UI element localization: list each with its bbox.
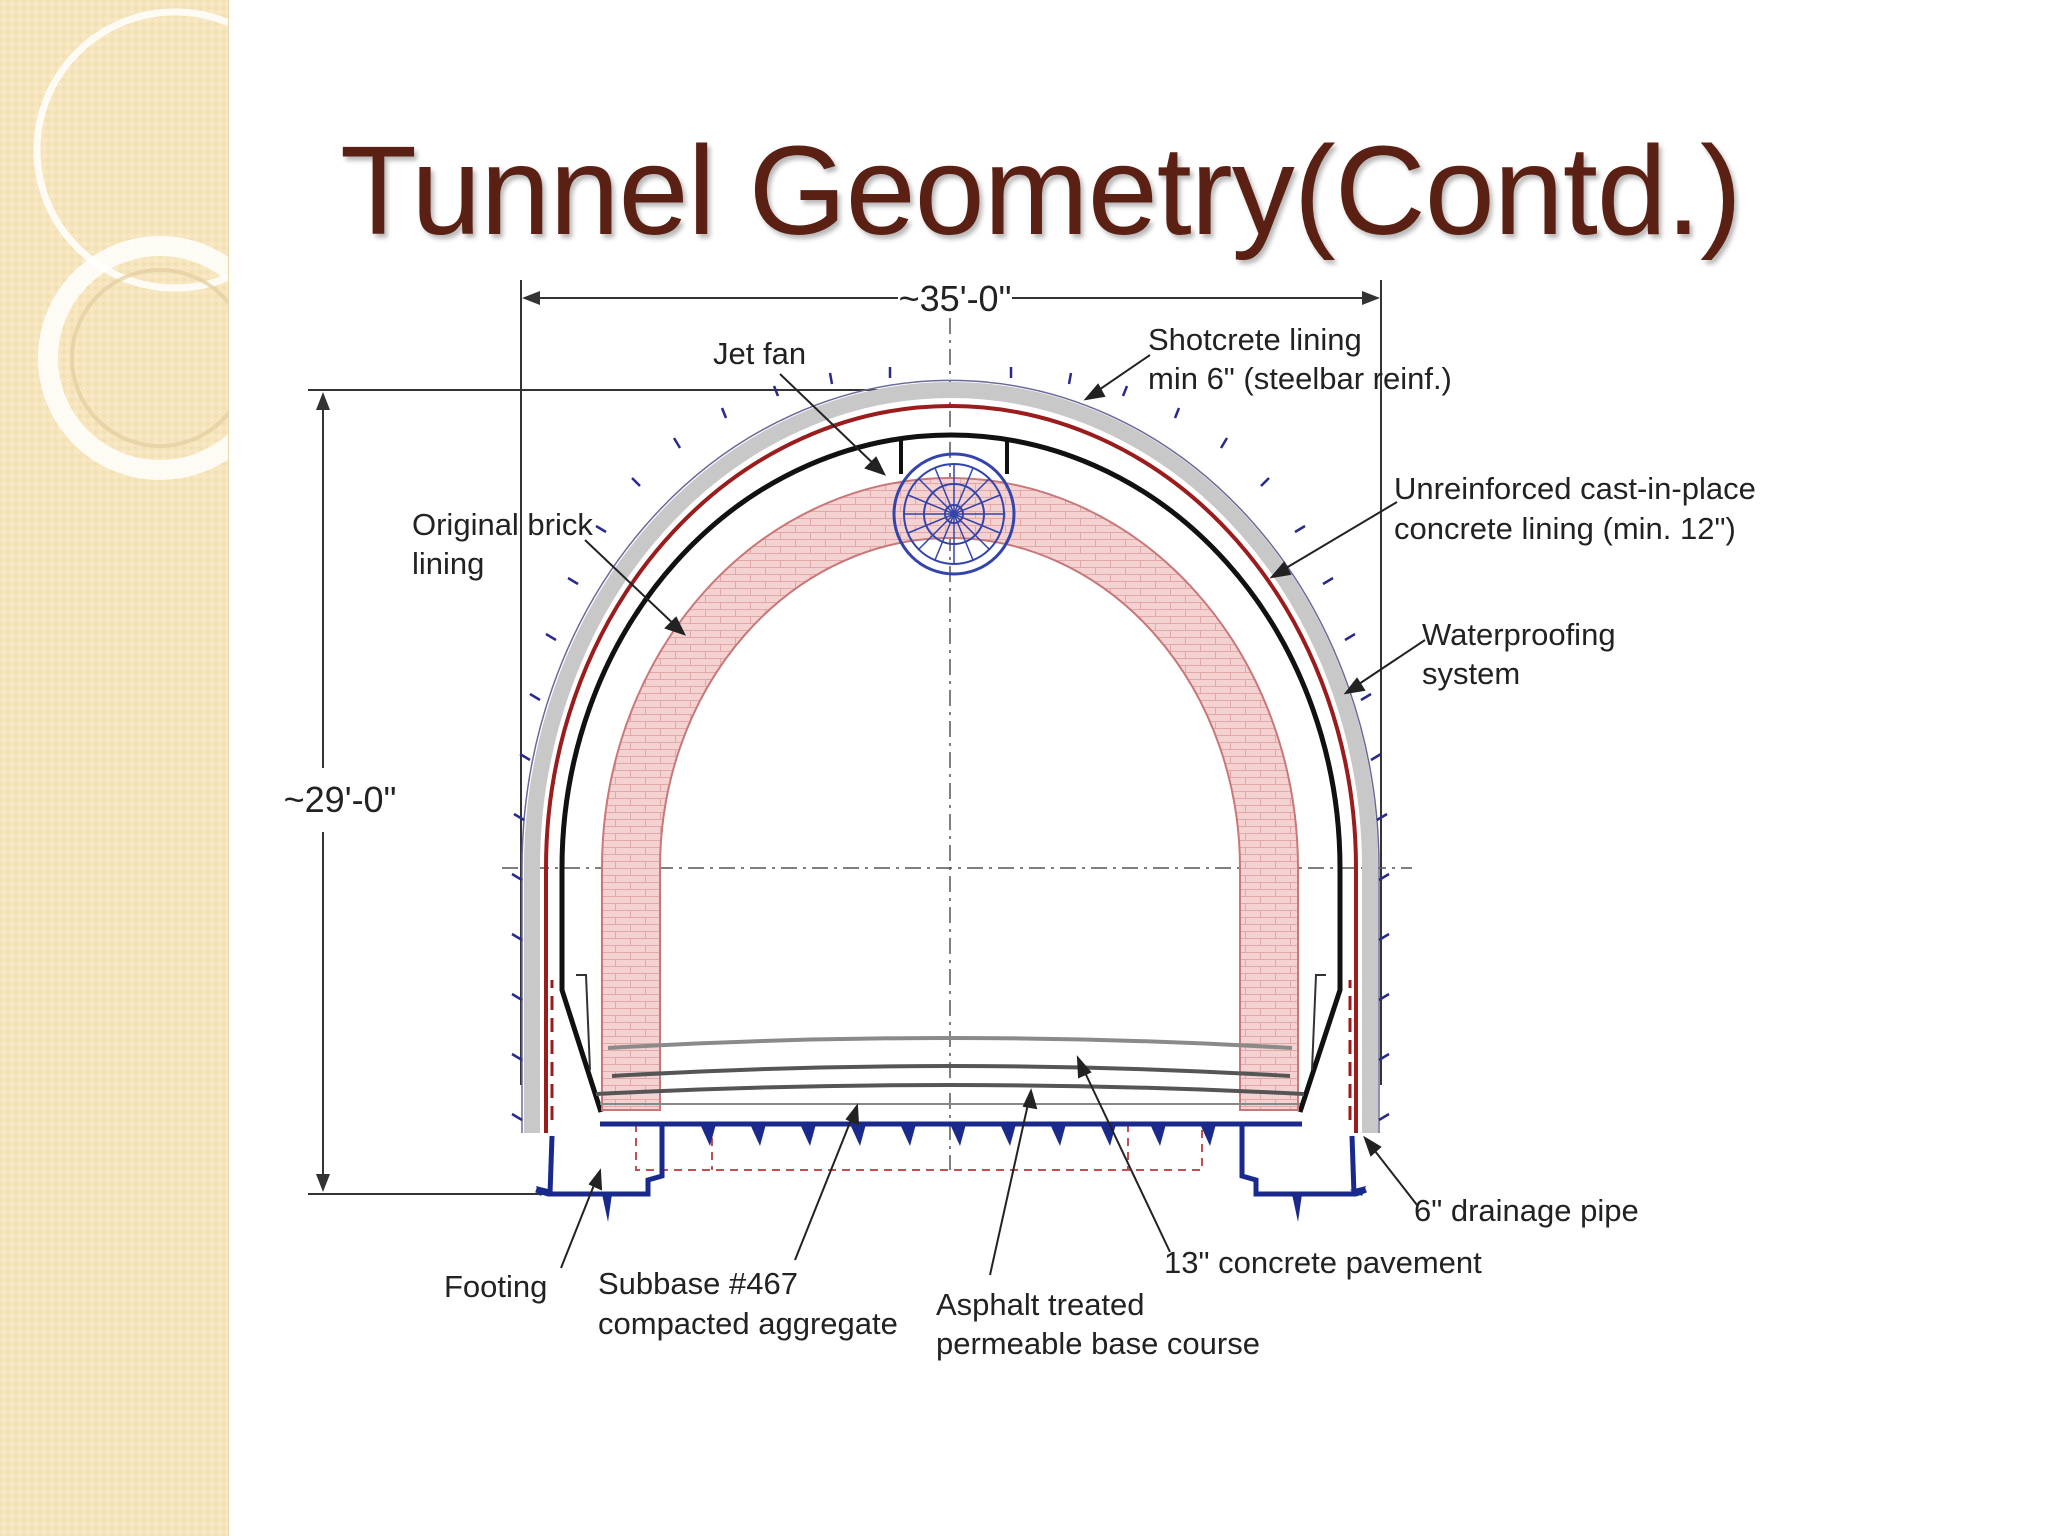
label-waterproofing-1: Waterproofing — [1422, 617, 1616, 652]
label-subbase-2: compacted aggregate — [598, 1306, 898, 1341]
decorative-rings — [33, 8, 228, 480]
waterproofing-line — [544, 404, 1358, 1133]
label-subbase-1: Subbase #467 — [598, 1266, 798, 1301]
pavement-layers — [595, 1036, 1305, 1105]
label-asphalt-1: Asphalt treated — [936, 1287, 1145, 1322]
shotcrete-lining — [511, 367, 1390, 1133]
label-jet-fan: Jet fan — [713, 336, 806, 371]
label-unreinforced-1: Unreinforced cast-in-place — [1394, 471, 1756, 506]
concrete-lining — [559, 432, 1343, 1113]
brick-lining — [601, 477, 1299, 1111]
width-dimension — [520, 280, 1382, 1085]
label-waterproofing-2: system — [1422, 656, 1520, 691]
decorative-sidebar — [0, 0, 229, 1536]
label-unreinforced-2: concrete lining (min. 12") — [1394, 511, 1736, 546]
leader-lines — [560, 354, 1426, 1276]
label-shotcrete-1: Shotcrete lining — [1148, 322, 1362, 357]
label-concrete-pavement: 13" concrete pavement — [1164, 1245, 1482, 1280]
label-shotcrete-2: min 6" (steelbar reinf.) — [1148, 361, 1452, 396]
subbase-outline — [635, 1124, 1203, 1171]
footings — [535, 1121, 1367, 1222]
label-brick-2: lining — [412, 546, 484, 581]
label-drainage-pipe: 6" drainage pipe — [1414, 1193, 1639, 1228]
label-footing: Footing — [444, 1269, 547, 1304]
height-dimension — [308, 389, 960, 1195]
jet-fan — [892, 438, 1016, 576]
width-dimension-label: ~35'-0" — [899, 278, 1012, 319]
label-asphalt-2: permeable base course — [936, 1326, 1260, 1361]
waterproofing-dashed — [550, 980, 1352, 1120]
label-brick-1: Original brick — [412, 507, 593, 542]
slide-title: Tunnel Geometry(Contd.) — [340, 120, 1742, 261]
height-dimension-label: ~29'-0" — [284, 779, 397, 820]
